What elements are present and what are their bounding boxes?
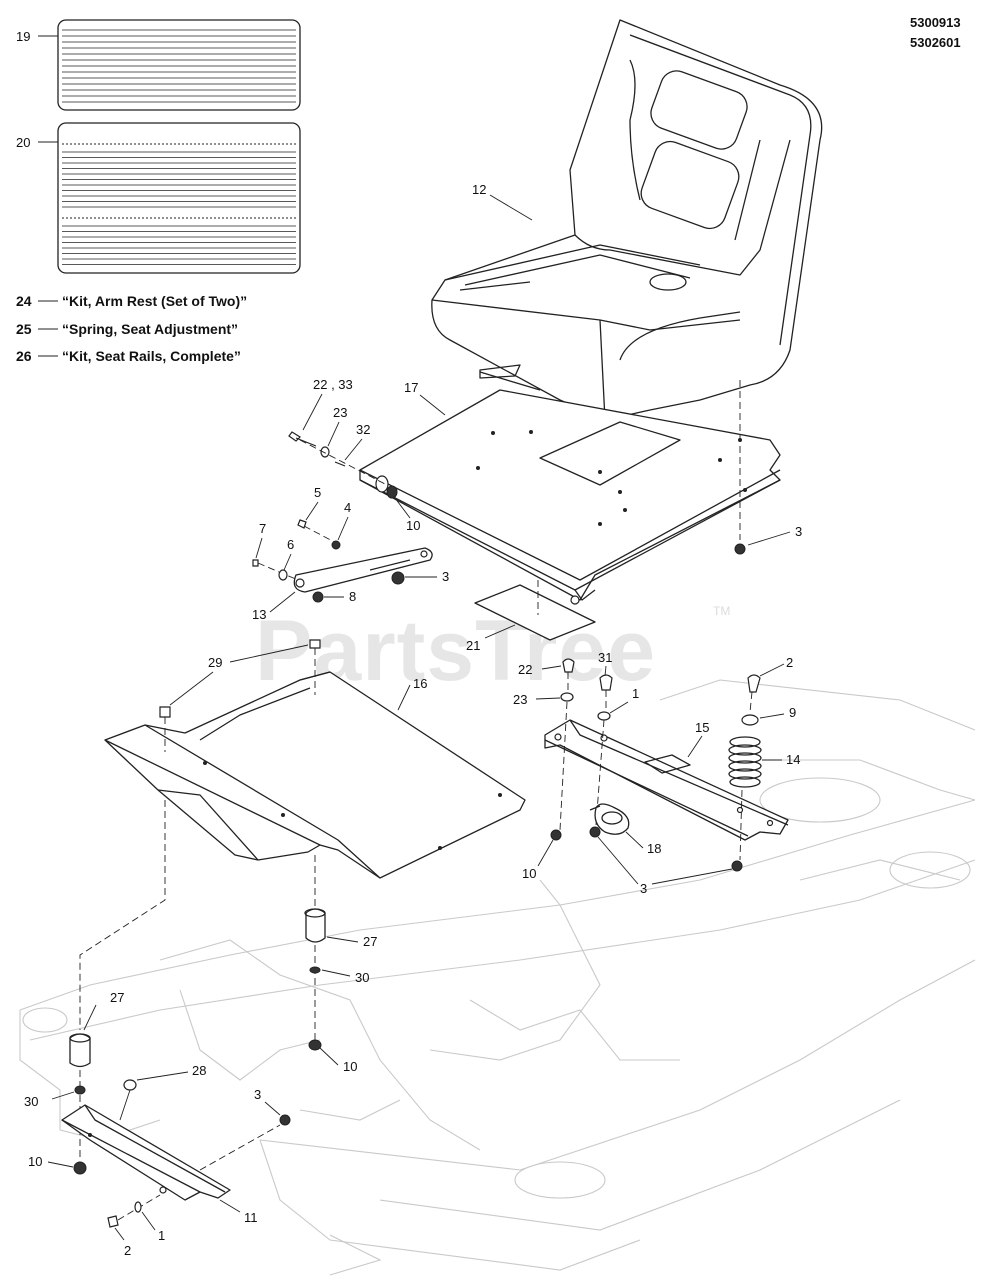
callout-washer-bottom: 1 — [158, 1228, 165, 1243]
callout-bolt-mount1: 22 — [518, 662, 532, 677]
arm-hardware[interactable] — [252, 519, 405, 603]
watermark-trademark: TM — [713, 604, 730, 618]
callout-pad: 21 — [466, 638, 480, 653]
callout-nut-right: 10 — [343, 1059, 357, 1074]
note-25: 25 “Spring, Seat Adjustment” — [16, 321, 238, 337]
callout-nut-arm: 3 — [442, 569, 449, 584]
decal-19[interactable] — [57, 19, 301, 111]
note-24: 24 “Kit, Arm Rest (Set of Two)” — [16, 293, 247, 309]
callout-washer-left: 30 — [24, 1094, 38, 1109]
decal-20-text-lines — [62, 151, 296, 265]
mount-hardware[interactable] — [550, 658, 761, 872]
callout-nut-top: 10 — [406, 518, 420, 533]
document-number-1: 5300913 — [910, 15, 961, 30]
callout-seat-plate: 17 — [404, 380, 418, 395]
note-26: 26 “Kit, Seat Rails, Complete” — [16, 348, 241, 364]
bumper-left-stack[interactable] — [69, 800, 166, 1160]
callout-washer-top: 23 — [333, 405, 347, 420]
seat-12[interactable] — [431, 19, 823, 421]
note-24-ref: 24 — [16, 293, 32, 309]
decal-20[interactable] — [57, 122, 301, 274]
callout-spacer-arm: 6 — [287, 537, 294, 552]
callout-washer-right: 30 — [355, 970, 369, 985]
callout-washer-arm: 4 — [344, 500, 351, 515]
seat-plate-17[interactable] — [359, 389, 781, 605]
callout-seat: 12 — [472, 182, 486, 197]
front-bracket-11[interactable] — [61, 1089, 291, 1228]
top-hardware[interactable] — [288, 431, 398, 499]
decal-19-text-lines — [62, 29, 296, 103]
tractor-frame-outline — [19, 679, 976, 1276]
callout-washer-mount1: 23 — [513, 692, 527, 707]
callout-seat-pan: 16 — [413, 676, 427, 691]
callout-washer-spring: 9 — [789, 705, 796, 720]
callout-bolt-spring: 2 — [786, 655, 793, 670]
callout-nut-right-top: 3 — [795, 524, 802, 539]
callout-pan-bolt: 29 — [208, 655, 222, 670]
pan-bolts[interactable] — [159, 639, 321, 752]
callout-bolt-mount2: 31 — [598, 650, 612, 665]
callout-rail-bracket: 15 — [695, 720, 709, 735]
callout-decal-19: 19 — [16, 29, 30, 44]
callout-front-bracket: 11 — [244, 1210, 258, 1225]
seat-pan-16[interactable] — [104, 671, 526, 879]
callout-spacer-top: 32 — [356, 422, 370, 437]
callout-bolt-arm: 5 — [314, 485, 321, 500]
note-25-text: “Spring, Seat Adjustment” — [62, 321, 238, 337]
callout-bumper-right: 27 — [363, 934, 377, 949]
spring-14[interactable] — [728, 736, 762, 788]
callout-nut-left: 10 — [28, 1154, 42, 1169]
rail-bracket-15[interactable] — [544, 719, 789, 841]
callout-screw-arm: 7 — [259, 521, 266, 536]
document-number-2: 5302601 — [910, 35, 961, 50]
callout-decal-20: 20 — [16, 135, 30, 150]
nut-right-top[interactable] — [734, 380, 746, 555]
note-26-text: “Kit, Seat Rails, Complete” — [62, 348, 241, 364]
note-24-text: “Kit, Arm Rest (Set of Two)” — [62, 293, 247, 309]
callout-spring: 14 — [786, 752, 800, 767]
callout-nut-bracket2: 3 — [640, 881, 647, 896]
callout-plug: 28 — [192, 1063, 206, 1078]
callout-bolt-bottom: 2 — [124, 1243, 131, 1258]
note-26-ref: 26 — [16, 348, 32, 364]
callout-bumper-left: 27 — [110, 990, 124, 1005]
pad-21[interactable] — [474, 580, 596, 641]
arm-link-13[interactable] — [293, 547, 433, 593]
callout-clip: 18 — [647, 841, 661, 856]
callout-washer-mount2: 1 — [632, 686, 639, 701]
note-25-ref: 25 — [16, 321, 32, 337]
callout-nut-frame: 3 — [254, 1087, 261, 1102]
callout-arm-link: 13 — [252, 607, 266, 622]
callout-bolt-top: 22 , 33 — [313, 377, 353, 392]
callout-arm-nut2: 8 — [349, 589, 356, 604]
clip-18[interactable] — [589, 803, 630, 835]
callout-nut-bracket: 10 — [522, 866, 536, 881]
bumper-right-stack[interactable] — [304, 855, 326, 1051]
